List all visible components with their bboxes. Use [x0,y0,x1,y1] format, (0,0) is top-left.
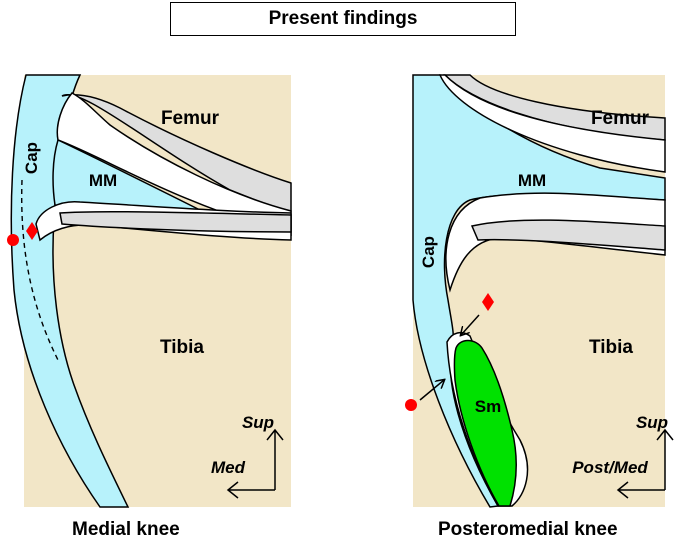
figure-title: Present findings [170,2,516,36]
caption-posteromedial-knee: Posteromedial knee [438,519,618,540]
tibia-cartilage [470,219,666,251]
femur-label: Femur [161,108,220,129]
orientation-sup-label: Sup [636,413,668,432]
meniscus-label: MM [518,171,546,190]
orientation-arrows [616,428,674,499]
circle-marker-icon [405,399,417,411]
tibia-cartilage [59,210,292,233]
medial-meniscus [52,138,201,211]
orientation-arrows [226,428,284,499]
circle-marker-icon [7,234,19,246]
diamond-marker-icon [482,293,494,311]
orientation-med-label: Med [211,458,246,477]
femur-joint-space [438,74,666,173]
orientation-postmed-label: Post/Med [572,458,648,477]
capsule-region [412,74,666,508]
semimembranosus-muscle [453,339,518,507]
circle-arrow [419,380,444,401]
capsule-label: Cap [419,236,438,268]
tibia-label: Tibia [589,337,633,358]
diamond-marker-icon [26,222,38,240]
diamond-arrow [461,314,480,335]
caption-medial-knee: Medial knee [72,519,180,540]
femur-label: Femur [591,108,650,129]
capsule-dashed-line [21,179,59,361]
tibia-label: Tibia [160,337,204,358]
sm-label: Sm [475,397,501,416]
panel-posteromedial-knee: Femur Tibia MM Cap Sm Sup Post/Med [405,74,674,508]
panel-medial-knee: Femur Tibia MM Cap Sup Med [7,74,292,508]
orientation-sup-label: Sup [242,413,274,432]
capsule-label: Cap [22,142,41,174]
meniscus-label: MM [89,171,117,190]
